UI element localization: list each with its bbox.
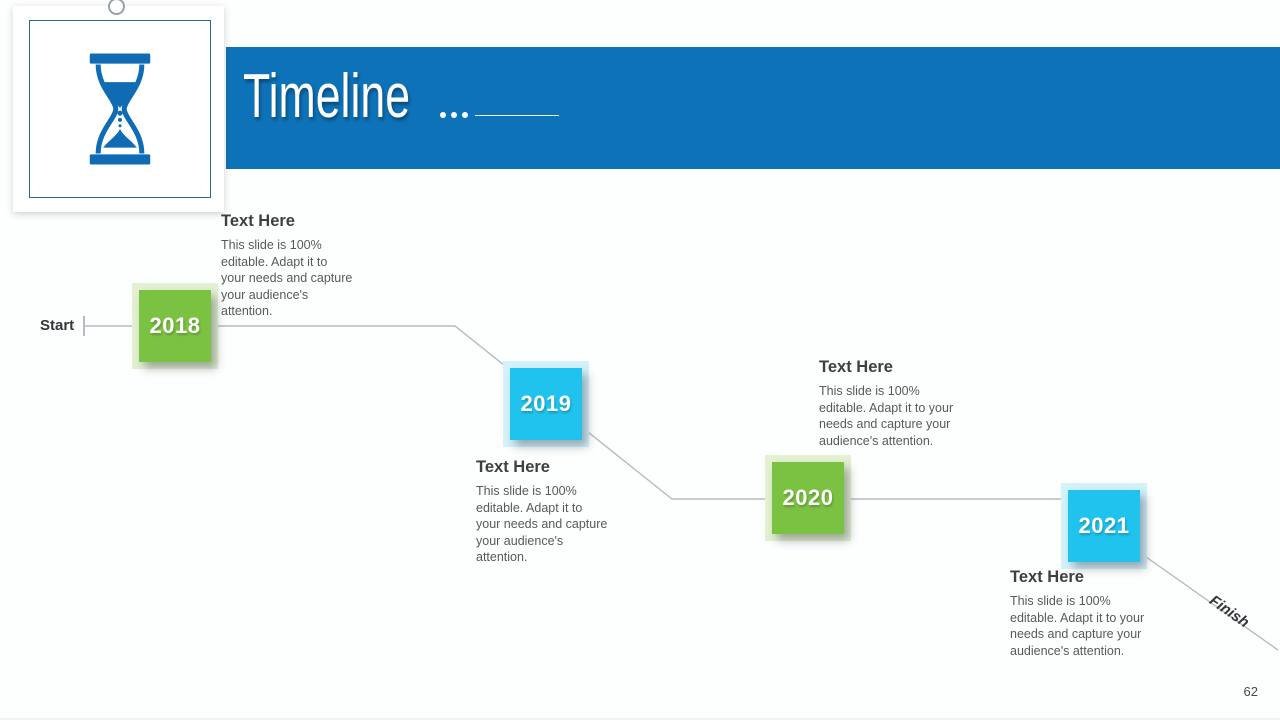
event-title: Text Here (221, 212, 295, 230)
header-band: Timeline (226, 47, 1280, 169)
year-label: 2019 (520, 391, 572, 416)
year-box-halo: 2019 (503, 361, 589, 447)
deco-dot-icon (440, 112, 446, 118)
year-box-halo: 2021 (1061, 483, 1147, 569)
event-text-block[interactable]: Text Here This slide is 100% editable. A… (476, 458, 610, 566)
year-label: 2021 (1078, 513, 1130, 538)
year-box[interactable]: 2020 (772, 462, 844, 534)
event-body: This slide is 100% editable. Adapt it to… (1010, 594, 1145, 658)
hourglass-card[interactable] (13, 0, 224, 212)
finish-segment (1138, 551, 1279, 651)
event-text-block[interactable]: Text Here This slide is 100% editable. A… (221, 212, 355, 320)
hourglass-card-frame (29, 20, 211, 198)
event-text-block[interactable]: Text Here This slide is 100% editable. A… (819, 358, 961, 449)
deco-dot-icon (462, 112, 468, 118)
year-box-halo: 2020 (765, 455, 851, 541)
event-body: This slide is 100% editable. Adapt it to… (476, 484, 608, 564)
year-box[interactable]: 2018 (139, 290, 211, 362)
page-number: 62 (1243, 684, 1258, 699)
year-label: 2020 (782, 485, 834, 510)
title-decoration (440, 112, 559, 118)
event-body: This slide is 100% editable. Adapt it to… (221, 238, 353, 318)
year-box[interactable]: 2021 (1068, 490, 1140, 562)
event-title: Text Here (1010, 568, 1084, 586)
year-box[interactable]: 2019 (510, 368, 582, 440)
hourglass-icon (89, 53, 151, 165)
event-title: Text Here (819, 358, 893, 376)
event-body: This slide is 100% editable. Adapt it to… (819, 384, 954, 448)
slide-title[interactable]: Timeline (243, 62, 411, 131)
start-label[interactable]: Start (40, 317, 75, 334)
event-title: Text Here (476, 458, 550, 476)
year-box-halo: 2018 (132, 283, 218, 369)
pin-circle-icon (108, 0, 125, 15)
deco-line (475, 114, 559, 116)
deco-dot-icon (451, 112, 457, 118)
event-text-block[interactable]: Text Here This slide is 100% editable. A… (1010, 568, 1152, 659)
year-label: 2018 (149, 313, 201, 338)
